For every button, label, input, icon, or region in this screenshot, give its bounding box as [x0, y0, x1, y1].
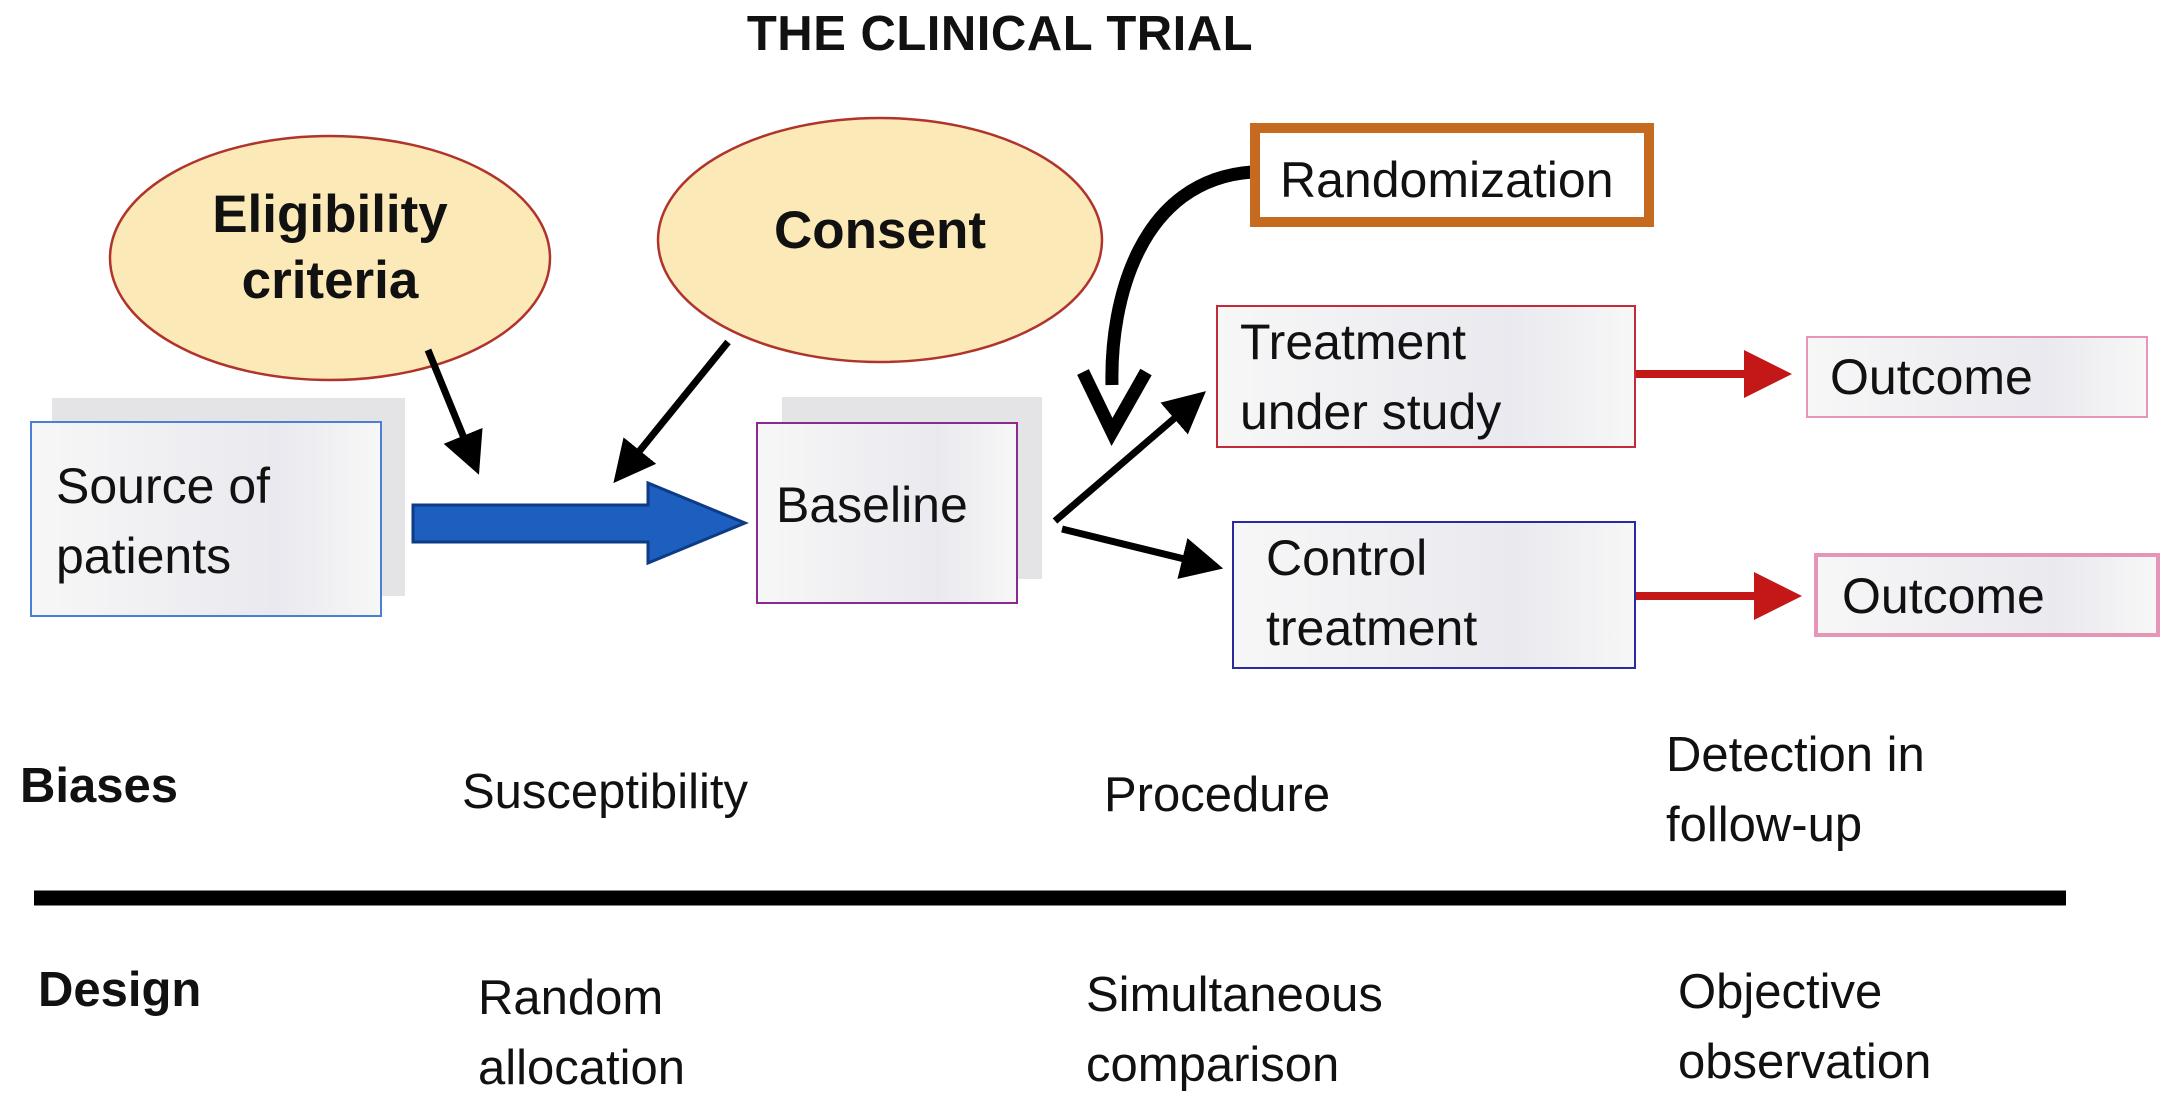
- randomization-box: Randomization: [1250, 123, 1654, 227]
- outcome-control-label: Outcome: [1842, 568, 2045, 624]
- control-label-line1: Control: [1266, 530, 1428, 586]
- eligibility-ellipse: [108, 134, 552, 382]
- outcome-box-treatment: Outcome: [1806, 336, 2148, 418]
- biases-row-label: Biases: [20, 759, 179, 813]
- biases-procedure: Procedure: [1104, 768, 1331, 822]
- eligibility-label: Eligibility criteria: [150, 182, 510, 314]
- design-objective-observation: Objective observation: [1678, 957, 1931, 1097]
- biases-detection: Detection in follow-up: [1666, 720, 1925, 860]
- outcome-box-control: Outcome: [1814, 553, 2160, 637]
- design-simultaneous-line2: comparison: [1086, 1038, 1340, 1092]
- treatment-box: Treatment under study: [1216, 305, 1636, 448]
- eligibility-arrow: [424, 348, 483, 475]
- control-label-line2: treatment: [1266, 600, 1478, 656]
- randomization-arrowhead: [1077, 368, 1152, 446]
- biases-susceptibility: Susceptibility: [462, 765, 748, 819]
- outcome-treatment-label: Outcome: [1830, 349, 2033, 405]
- consent-arrow: [613, 339, 731, 484]
- design-row-label: Design: [38, 963, 202, 1017]
- randomization-arrow: [1105, 165, 1253, 386]
- design-random-allocation: Random allocation: [478, 963, 685, 1103]
- eligibility-label-line2: criteria: [241, 251, 419, 310]
- branch-arrow-treatment: [1052, 391, 1206, 524]
- source-label-line2: patients: [56, 528, 232, 584]
- main-flow-arrow: [411, 480, 749, 566]
- consent-ellipse: [656, 116, 1104, 364]
- design-random-line2: allocation: [478, 1041, 686, 1095]
- source-box: Source of patients: [30, 421, 382, 617]
- baseline-label: Baseline: [776, 477, 968, 533]
- control-box: Control treatment: [1232, 521, 1636, 669]
- design-simultaneous-line1: Simultaneous: [1086, 968, 1383, 1022]
- randomization-label: Randomization: [1280, 152, 1614, 208]
- design-objective-line1: Objective: [1678, 965, 1883, 1019]
- baseline-box: Baseline: [756, 422, 1018, 604]
- treatment-label-line2: under study: [1240, 384, 1502, 440]
- source-label-line1: Source of: [56, 458, 271, 514]
- biases-detection-line2: follow-up: [1666, 798, 1863, 852]
- diagram-title: THE CLINICAL TRIAL: [746, 7, 1254, 61]
- treatment-label-line1: Treatment: [1240, 314, 1467, 370]
- eligibility-label-line1: Eligibility: [212, 185, 448, 244]
- design-random-line1: Random: [478, 971, 664, 1025]
- biases-detection-line1: Detection in: [1666, 728, 1925, 782]
- branch-arrow-control: [1061, 525, 1224, 579]
- design-objective-line2: observation: [1678, 1035, 1932, 1089]
- consent-label: Consent: [774, 201, 986, 260]
- design-simultaneous-comparison: Simultaneous comparison: [1086, 960, 1383, 1100]
